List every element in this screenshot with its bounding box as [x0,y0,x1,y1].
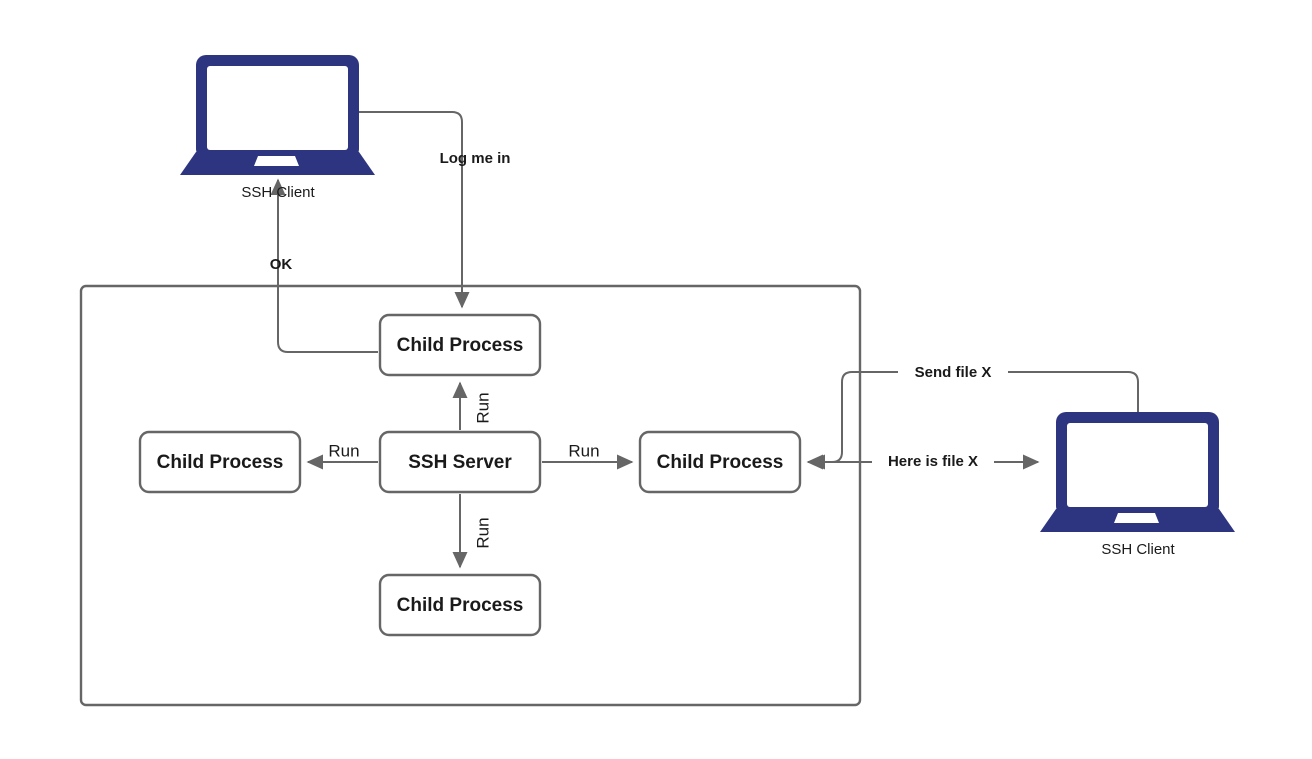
node-child-right-rect[interactable] [638,430,802,494]
laptop-notch-icon [1114,513,1159,523]
edge-label-run-up: Run [473,392,492,423]
node-child-top-label: Child Process [397,335,524,356]
node-ssh-server[interactable]: SSH Server [378,430,542,494]
ssh-client-top-laptop[interactable] [180,55,375,175]
node-child-bottom-rect[interactable] [378,573,542,637]
node-ssh-server-rect[interactable] [378,430,542,494]
laptop-screen-inner-icon [1067,423,1208,507]
node-child-right[interactable]: Child Process [638,430,802,494]
node-ssh-server-label: SSH Server [408,452,512,473]
node-child-right-label: Child Process [657,452,784,473]
node-child-top[interactable]: Child Process [378,313,542,377]
node-child-left-label: Child Process [157,452,284,473]
label-backdrop-send-file-x [898,364,1008,381]
edge-label-run-right: Run [568,441,599,460]
edge-ok [270,178,378,353]
ssh-client-top-label: SSH Client [241,184,315,201]
node-child-top-rect[interactable] [378,313,542,377]
laptop-notch-icon [254,156,299,166]
ssh-client-right-laptop[interactable] [1040,412,1235,532]
edge-label-run-left: Run [328,441,359,460]
ssh-server-host-boundary [79,284,862,707]
node-child-left[interactable]: Child Process [138,430,302,494]
edge-label-send-file-x: Send file X [915,364,992,381]
ssh-client-right-label: SSH Client [1101,541,1175,558]
edge-log-me-in [358,111,470,309]
node-child-bottom-label: Child Process [397,595,524,616]
edge-label-here-is-file-x: Here is file X [888,453,978,470]
edge-label-run-down: Run [473,517,492,548]
edge-label-log-me-in: Log me in [440,150,511,167]
edge-label-ok: OK [270,256,293,273]
node-child-bottom[interactable]: Child Process [378,573,542,637]
laptop-screen-inner-icon [207,66,348,150]
node-child-left-rect[interactable] [138,430,302,494]
label-backdrop-here-is-file-x [872,453,994,471]
